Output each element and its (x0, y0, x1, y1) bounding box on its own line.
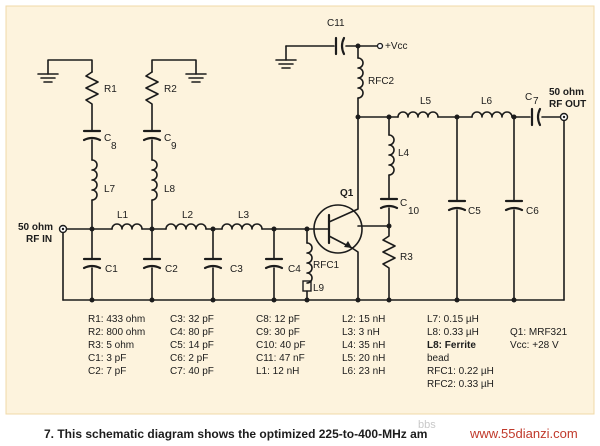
c11-branch: C11 +Vcc RFC2 (275, 18, 408, 118)
input-rail: 50 ohm RF IN L1 L2 L3 (18, 210, 315, 301)
input-shunt-caps: C1 C2 C3 C4 (82, 228, 301, 301)
label-c11: C11 (327, 18, 345, 29)
svg-text:R2: 800 ohm: R2: 800 ohm (88, 327, 145, 338)
svg-text:L7: 0.15 µH: L7: 0.15 µH (427, 314, 479, 325)
svg-text:L6: 23 nH: L6: 23 nH (342, 366, 385, 377)
r1-branch: R1 C 8 L7 (37, 59, 117, 230)
label-c3: C3 (230, 264, 243, 275)
label-l7: L7 (104, 184, 116, 195)
svg-text:C10: 40 pF: C10: 40 pF (256, 340, 305, 351)
svg-text:C3: 32 pF: C3: 32 pF (170, 314, 214, 325)
svg-text:R3: 5 ohm: R3: 5 ohm (88, 340, 134, 351)
svg-text:C7: 40 pF: C7: 40 pF (170, 366, 214, 377)
parts-col5: L7: 0.15 µH L8: 0.33 µH L8: Ferrite bead… (427, 314, 494, 390)
label-c2: C2 (165, 264, 178, 275)
label-c4: C4 (288, 264, 301, 275)
r2-branch: R2 C 9 L8 (142, 59, 207, 230)
rf-out-line2: RF OUT (549, 99, 586, 110)
label-l4: L4 (398, 148, 410, 159)
svg-text:C9: 30 pF: C9: 30 pF (256, 327, 300, 338)
label-q1: Q1 (340, 188, 354, 199)
svg-text:Vcc: +28 V: Vcc: +28 V (510, 340, 559, 351)
svg-text:bead: bead (427, 353, 449, 364)
parts-list: R1: 433 ohm R2: 800 ohm R3: 5 ohm C1: 3 … (88, 314, 568, 390)
svg-text:C2: 7 pF: C2: 7 pF (88, 366, 126, 377)
svg-text:8: 8 (111, 141, 117, 152)
watermark-left: bbs (418, 419, 436, 431)
ground-rail (62, 297, 565, 303)
watermark-right: www.55dianzi.com (469, 426, 578, 441)
label-l8: L8 (164, 184, 176, 195)
svg-text:7: 7 (533, 96, 539, 107)
svg-text:C6: 2 pF: C6: 2 pF (170, 353, 208, 364)
label-rfc2: RFC2 (368, 76, 395, 87)
label-c9: C (164, 133, 171, 144)
svg-text:R1: 433 ohm: R1: 433 ohm (88, 314, 145, 325)
parts-col1: R1: 433 ohm R2: 800 ohm R3: 5 ohm C1: 3 … (88, 314, 145, 377)
svg-text:C1: 3 pF: C1: 3 pF (88, 353, 126, 364)
schematic-panel (5, 5, 595, 415)
label-rfc1: RFC1 (313, 260, 340, 271)
rf-in-line2: RF IN (26, 234, 52, 245)
svg-text:10: 10 (408, 206, 420, 217)
label-l5: L5 (420, 96, 432, 107)
rf-in-line1: 50 ohm (18, 222, 53, 233)
vcc-terminal (376, 42, 384, 50)
svg-text:L4: 35 nH: L4: 35 nH (342, 340, 385, 351)
label-c1: C1 (105, 264, 118, 275)
svg-text:L3: 3 nH: L3: 3 nH (342, 327, 380, 338)
label-r3: R3 (400, 252, 413, 263)
label-vcc: +Vcc (385, 41, 408, 52)
l4-branch: L4 C 10 R3 (357, 116, 420, 301)
label-c7: C (525, 92, 532, 103)
svg-text:C5: 14 pF: C5: 14 pF (170, 340, 214, 351)
svg-text:L5: 20 nH: L5: 20 nH (342, 353, 385, 364)
parts-col3: C8: 12 pF C9: 30 pF C10: 40 pF C11: 47 n… (256, 314, 305, 377)
svg-text:Q1: MRF321: Q1: MRF321 (510, 327, 568, 338)
label-c10: C (400, 198, 407, 209)
label-c5: C5 (468, 206, 481, 217)
svg-text:RFC1: 0.22 µH: RFC1: 0.22 µH (427, 366, 494, 377)
parts-col2: C3: 32 pF C4: 80 pF C5: 14 pF C6: 2 pF C… (170, 314, 214, 377)
svg-text:L2: 15 nH: L2: 15 nH (342, 314, 385, 325)
ground-symbol-c11 (275, 59, 297, 69)
svg-text:C8: 12 pF: C8: 12 pF (256, 314, 300, 325)
svg-text:L8: Ferrite: L8: Ferrite (427, 340, 476, 351)
label-l6: L6 (481, 96, 493, 107)
svg-text:RFC2: 0.33 µH: RFC2: 0.33 µH (427, 379, 494, 390)
svg-text:L8: 0.33 µH: L8: 0.33 µH (427, 327, 479, 338)
parts-col6: Q1: MRF321 Vcc: +28 V (510, 327, 568, 351)
label-l3: L3 (238, 210, 250, 221)
svg-text:C11: 47 nF: C11: 47 nF (256, 353, 305, 364)
c5-c6-shunts: C5 C6 (447, 116, 539, 301)
label-l1: L1 (117, 210, 129, 221)
label-r1: R1 (104, 84, 117, 95)
label-c6: C6 (526, 206, 539, 217)
figure-caption: 7. This schematic diagram shows the opti… (44, 427, 427, 441)
parts-col4: L2: 15 nH L3: 3 nH L4: 35 nH L5: 20 nH L… (342, 314, 385, 377)
label-l2: L2 (182, 210, 194, 221)
svg-text:L1: 12 nH: L1: 12 nH (256, 366, 299, 377)
label-r2: R2 (164, 84, 177, 95)
output-rail: L5 L6 C 7 50 ohm RF OUT (355, 87, 586, 301)
svg-text:C4: 80 pF: C4: 80 pF (170, 327, 214, 338)
svg-text:9: 9 (171, 141, 177, 152)
rf-out-line1: 50 ohm (549, 87, 584, 98)
label-c8: C (104, 133, 111, 144)
label-l9: L9 (313, 283, 325, 294)
